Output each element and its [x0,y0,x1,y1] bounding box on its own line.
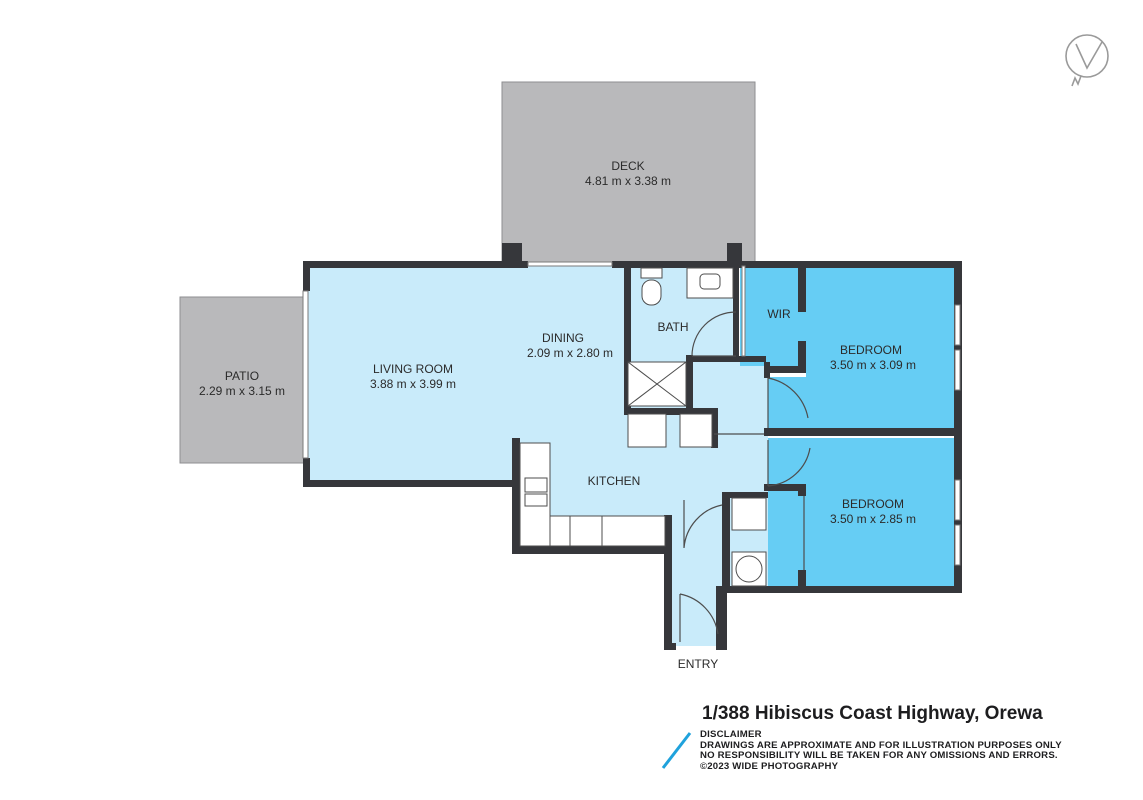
bedroom-1-dims: 3.50 m x 3.09 m [830,358,916,372]
deck-area [501,81,756,263]
bath-label: BATH [657,320,688,334]
bedroom-1-label: BEDROOM [840,343,902,357]
windows [302,261,961,566]
bedroom-2-dims: 3.50 m x 2.85 m [830,512,916,526]
patio-label: PATIO [225,369,259,383]
property-address: 1/388 Hibiscus Coast Highway, Orewa [702,703,1043,724]
brand-slash-icon [661,732,692,769]
doors [679,311,811,642]
dining-dims: 2.09 m x 2.80 m [527,346,613,360]
wir-floor [740,266,806,366]
walls [303,243,962,650]
north-compass-icon [1065,34,1109,87]
deck-dims: 4.81 m x 3.38 m [585,174,671,188]
bedroom-2-floor [768,438,958,591]
entry-label: ENTRY [678,657,718,671]
patio-dims: 2.29 m x 3.15 m [199,384,285,398]
bedroom-1-floor [768,266,958,433]
fixtures [519,267,767,587]
disclaimer-block: DISCLAIMER DRAWINGS ARE APPROXIMATE AND … [700,729,1090,772]
living-room-dims: 3.88 m x 3.99 m [370,377,456,391]
disclaimer-line: DRAWINGS ARE APPROXIMATE AND FOR ILLUSTR… [700,739,1062,751]
disclaimer-heading: DISCLAIMER [700,729,762,740]
dining-label: DINING [542,331,584,345]
deck-label: DECK [611,159,644,173]
copyright-line: ©2023 WIDE PHOTOGRAPHY [700,760,839,772]
bedroom-2-label: BEDROOM [842,497,904,511]
patio-area [179,296,305,464]
living-room-label: LIVING ROOM [373,362,453,376]
disclaimer-line: NO RESPONSIBILITY WILL BE TAKEN FOR ANY … [700,750,1058,762]
wir-label: WIR [767,307,791,321]
kitchen-label: KITCHEN [588,474,641,488]
